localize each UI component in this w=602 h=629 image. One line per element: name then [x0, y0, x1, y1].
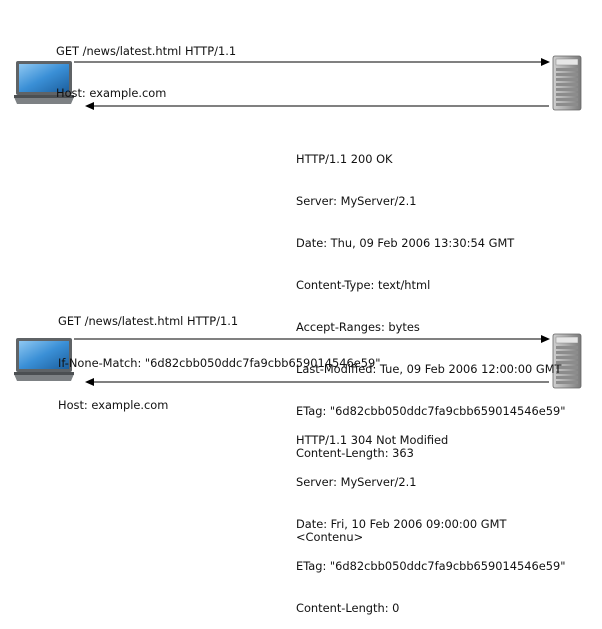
request-2-line: GET /news/latest.html HTTP/1.1	[58, 314, 239, 328]
request-2-line: If-None-Match: "6d82cbb050ddc7fa9cbb6590…	[58, 356, 381, 370]
response-1-line: HTTP/1.1 200 OK	[296, 152, 393, 166]
response-1-line: Accept-Ranges: bytes	[296, 320, 420, 334]
response-1-line: Date: Thu, 09 Feb 2006 13:30:54 GMT	[296, 236, 515, 250]
response-2-line: Server: MyServer/2.1	[296, 475, 417, 489]
response-2-line: HTTP/1.1 304 Not Modified	[296, 433, 449, 447]
response-1-line: Content-Type: text/html	[296, 278, 431, 292]
request-2-text: GET /news/latest.html HTTP/1.1 If-None-M…	[58, 286, 380, 426]
response-2-line: ETag: "6d82cbb050ddc7fa9cbb659014546e59"	[296, 559, 566, 573]
response-1-line: Server: MyServer/2.1	[296, 194, 417, 208]
http-etag-diagram	[14, 55, 582, 389]
response-2-line: Content-Length: 0	[296, 601, 400, 615]
request-1-text: GET /news/latest.html HTTP/1.1 Host: exa…	[56, 16, 236, 114]
server-tower-icon-1	[552, 55, 582, 111]
response-1-line: ETag: "6d82cbb050ddc7fa9cbb659014546e59"	[296, 404, 566, 418]
request-1-line: GET /news/latest.html HTTP/1.1	[56, 44, 237, 58]
request-2-line: Host: example.com	[58, 398, 169, 412]
response-1-line: Last-Modified: Tue, 09 Feb 2006 12:00:00…	[296, 362, 562, 376]
response-2-line: Date: Fri, 10 Feb 2006 09:00:00 GMT	[296, 517, 507, 531]
request-1-line: Host: example.com	[56, 86, 167, 100]
response-1-line: Content-Length: 363	[296, 446, 414, 460]
response-2-text: HTTP/1.1 304 Not Modified Server: MyServ…	[296, 405, 566, 629]
response-1-text: HTTP/1.1 200 OK Server: MyServer/2.1 Dat…	[296, 124, 566, 558]
